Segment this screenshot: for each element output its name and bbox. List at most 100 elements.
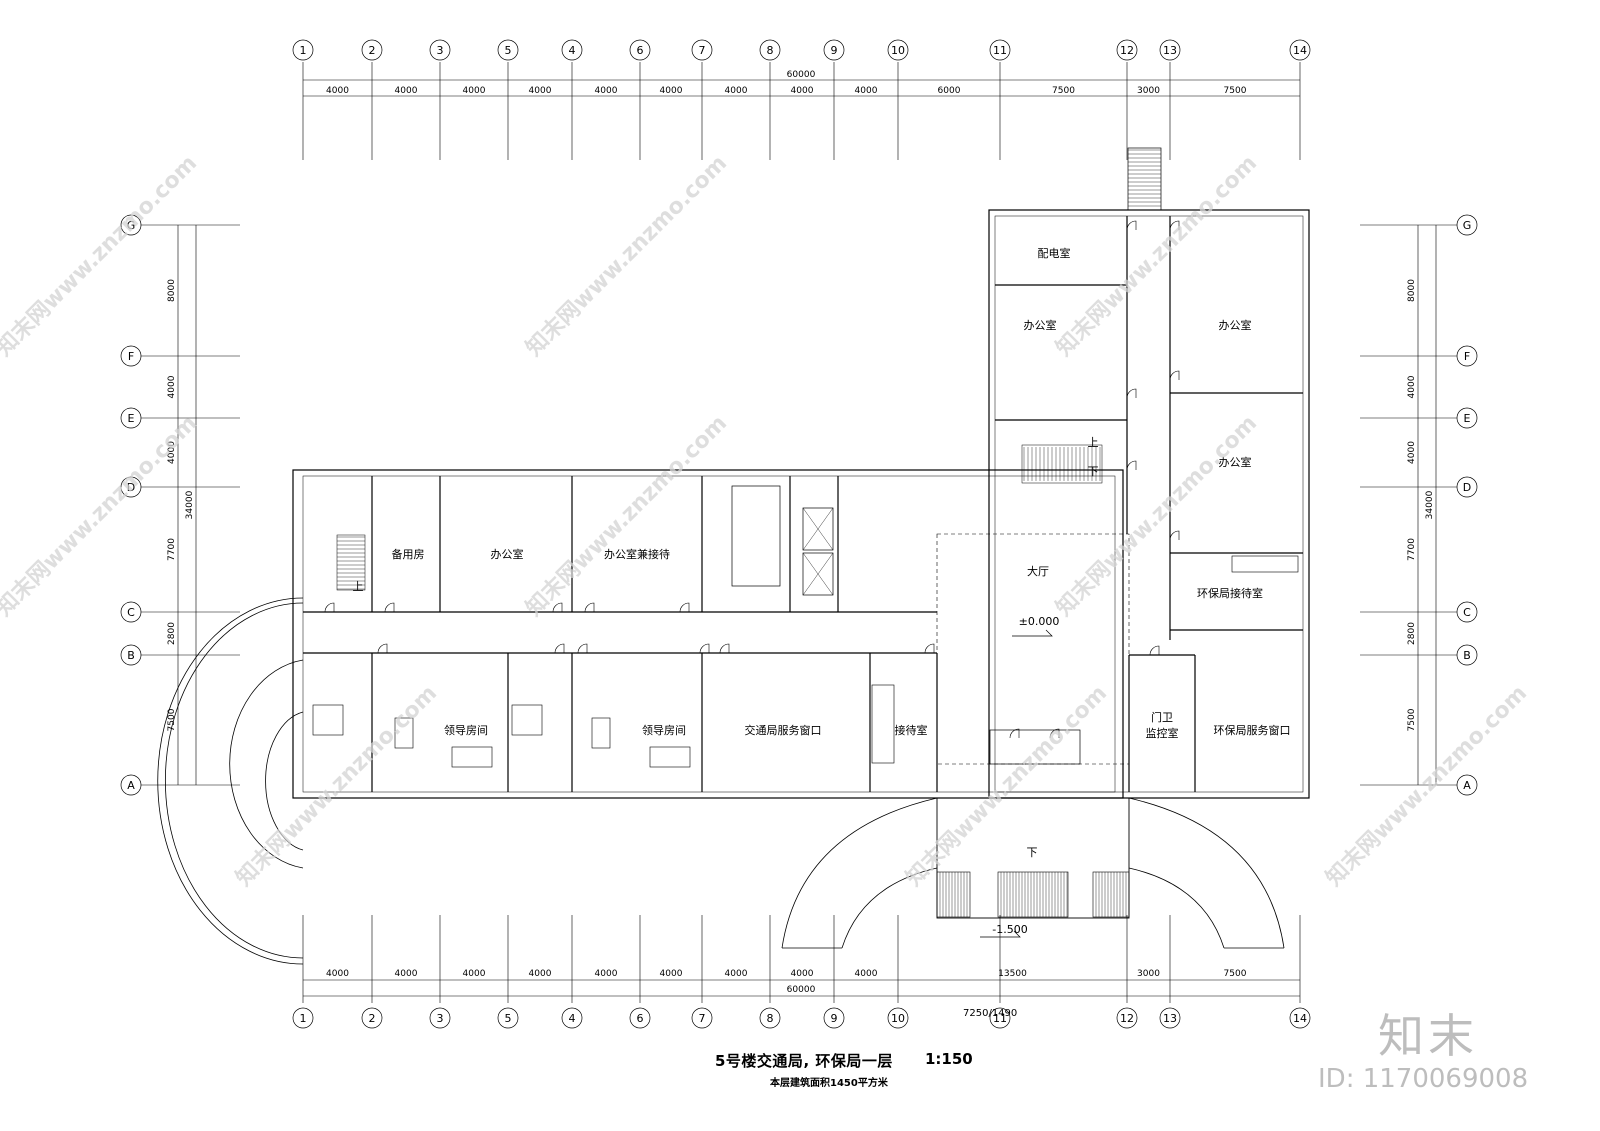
dim-segment-top: 3000 <box>1137 86 1160 96</box>
ratio-note: 7250/1490 <box>963 1008 1018 1019</box>
watermark-logo: 知末 <box>1378 1009 1478 1063</box>
desk-1 <box>394 717 414 749</box>
axis-label-col: 3 <box>437 44 444 57</box>
axis-label-col: 1 <box>300 44 307 57</box>
door-swings <box>324 220 1180 739</box>
door-swing <box>554 643 565 654</box>
axis-label-row: C <box>1463 606 1471 619</box>
dim-segment-vertical: 7700 <box>1407 538 1417 561</box>
axis-bubble-col <box>629 39 651 61</box>
door-swing <box>1126 220 1137 231</box>
dim-segment-bottom: 4000 <box>326 969 349 979</box>
axis-bubble-col <box>429 1007 451 1029</box>
dim-segment-vertical: 7500 <box>1407 708 1417 731</box>
elevator-2 <box>802 552 834 596</box>
entrance-level-value: -1.500 <box>992 923 1027 936</box>
dim-segment-bottom: 4000 <box>463 969 486 979</box>
dimension-lines <box>177 79 1437 997</box>
west-ramp-outer2 <box>164 602 304 959</box>
axis-bubble-col <box>361 39 383 61</box>
axis-bubble-col <box>823 1007 845 1029</box>
axis-label-col: 14 <box>1293 1012 1307 1025</box>
step-block <box>936 871 971 918</box>
dim-segment-vertical: 8000 <box>167 279 177 302</box>
door-swing <box>1149 645 1160 656</box>
axis-label-row: A <box>1463 779 1471 792</box>
room-label-spare: 备用房 <box>392 547 425 561</box>
axis-label-row: C <box>127 606 135 619</box>
dim-segment-top: 4000 <box>395 86 418 96</box>
door-swing <box>552 602 563 613</box>
drawing-subtitle: 本层建筑面积1450平方米 <box>770 1078 888 1089</box>
room-label-office-reception: 办公室兼接待 <box>604 547 670 561</box>
door-swing <box>679 602 690 613</box>
sofa-reception <box>871 684 895 764</box>
north-exit-stair <box>1127 147 1162 211</box>
entrance-steps <box>936 871 1130 918</box>
door-swing <box>1009 728 1020 739</box>
axis-label-col: 4 <box>569 44 576 57</box>
door-swing <box>1169 530 1180 541</box>
axis-label-row: B <box>1463 649 1471 662</box>
drawing-title: 5号楼交通局, 环保局一层 <box>715 1052 893 1070</box>
dim-segment-top: 4000 <box>595 86 618 96</box>
door-swing <box>699 643 710 654</box>
door-swing <box>1126 460 1137 471</box>
room-label-distribution: 配电室 <box>1038 246 1071 260</box>
axis-bubble-col <box>561 39 583 61</box>
stair-up-ne: 上 <box>1088 436 1099 449</box>
door-swing <box>719 643 730 654</box>
dim-segment-bottom: 3000 <box>1137 969 1160 979</box>
axis-label-col: 12 <box>1120 44 1134 57</box>
west-stair <box>336 534 366 591</box>
room-label-office-ne1: 办公室 <box>1024 318 1057 332</box>
hall-level-value: ±0.000 <box>1019 615 1060 628</box>
door-swing <box>1169 370 1180 381</box>
dim-segment-vertical: 2800 <box>167 622 177 645</box>
axis-label-col: 13 <box>1163 1012 1177 1025</box>
axis-bubble-col <box>887 39 909 61</box>
axis-label-col: 2 <box>369 1012 376 1025</box>
axis-label-row: D <box>127 481 135 494</box>
axis-bubble-col <box>497 1007 519 1029</box>
axis-bubble-col <box>561 1007 583 1029</box>
axis-bubble-row <box>120 407 142 429</box>
dim-segment-top: 7500 <box>1052 86 1075 96</box>
axis-label-col: 8 <box>767 1012 774 1025</box>
dim-segment-top: 4000 <box>725 86 748 96</box>
axis-label-col: 3 <box>437 1012 444 1025</box>
axis-bubble-row <box>1456 345 1478 367</box>
axis-label-col: 13 <box>1163 44 1177 57</box>
axis-label-col: 2 <box>369 44 376 57</box>
axis-bubble-col <box>629 1007 651 1029</box>
axis-label-row: E <box>1464 412 1471 425</box>
door-swing <box>324 602 335 613</box>
toilet-block <box>731 485 781 587</box>
room-label-office-w: 办公室 <box>491 547 524 561</box>
room-label-reception: 接待室 <box>895 723 928 737</box>
axis-bubble-row <box>1456 644 1478 666</box>
bench-env <box>1231 555 1299 573</box>
axis-bubble-col <box>292 39 314 61</box>
west-ramp-inner2 <box>265 711 304 851</box>
axis-bubble-row <box>1456 407 1478 429</box>
axis-label-col: 11 <box>993 1012 1007 1025</box>
desk-2 <box>591 717 611 749</box>
axis-label-col: 14 <box>1293 44 1307 57</box>
bed-1 <box>312 704 344 736</box>
dim-segment-vertical: 4000 <box>1407 441 1417 464</box>
dim-segment-bottom: 4000 <box>855 969 878 979</box>
axis-label-col: 6 <box>637 44 644 57</box>
stair-down-ne: 下 <box>1088 465 1099 478</box>
axis-bubble-row <box>120 476 142 498</box>
ne-wing-inner <box>994 215 1304 793</box>
dim-segment-vertical: 2800 <box>1407 622 1417 645</box>
room-labels: 配电室 办公室 办公室 办公室 备用房 办公室 办公室兼接待 大厅 ±0.000… <box>353 246 1291 936</box>
axis-bubble-col <box>887 1007 909 1029</box>
stair-up-west: 上 <box>353 580 364 593</box>
dim-total-bottom: 60000 <box>787 985 816 995</box>
entrance-porch <box>936 797 1130 919</box>
axis-label-col: 5 <box>505 1012 512 1025</box>
axis-bubble-col <box>1116 39 1138 61</box>
